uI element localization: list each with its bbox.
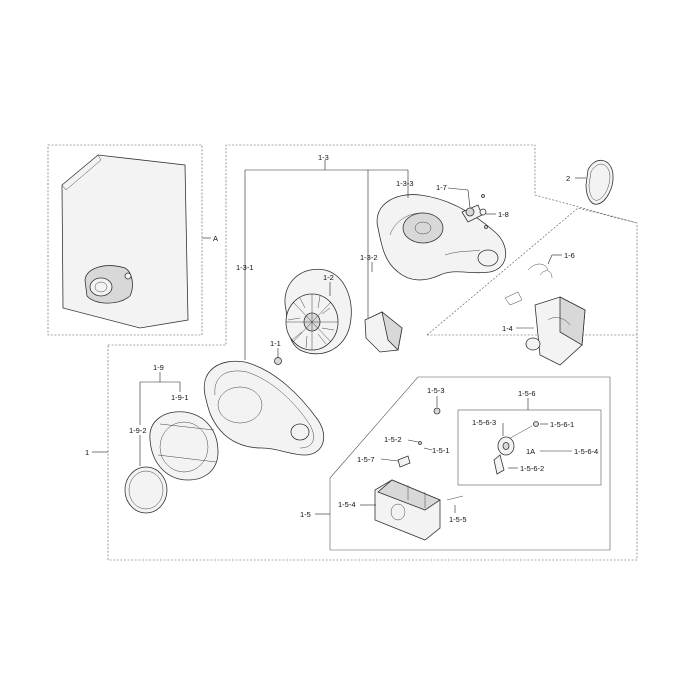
label-1A: 1A (526, 447, 535, 456)
drive-motor-part (504, 291, 586, 366)
label-1-3: 1-3 (318, 153, 329, 162)
idler-bracket-part (461, 194, 488, 229)
label-1-8: 1-8 (498, 210, 509, 219)
label-1-2: 1-2 (323, 273, 334, 282)
label-1-3-1: 1-3-1 (236, 263, 254, 272)
blower-impeller-part (284, 268, 352, 355)
label-1-5-6: 1-5-6 (518, 389, 536, 398)
label-1-5-6-3: 1-5-6-3 (472, 418, 496, 427)
sensor-bracket-part (364, 310, 403, 353)
assembly-1-5-6-boundary (457, 409, 602, 486)
label-1-5-6-2: 1-5-6-2 (520, 464, 544, 473)
label-1-5-4: 1-5-4 (338, 500, 356, 509)
part-labels: A 1 1-1 1-2 1-3 1-3-1 1-3-2 1-3-3 1-4 1-… (85, 153, 598, 524)
impeller-nut-part (274, 357, 282, 365)
label-1-9-2: 1-9-2 (129, 426, 147, 435)
label-1-3-3: 1-3-3 (396, 179, 414, 188)
label-1-5-6-4: 1-5-6-4 (574, 447, 598, 456)
leader-lines (92, 160, 586, 515)
label-1-9: 1-9 (153, 363, 164, 372)
label-1: 1 (85, 448, 89, 457)
front-bracket-part (149, 411, 219, 481)
assembly-1-5-boundary (329, 376, 611, 551)
drive-subassembly-boundary (426, 207, 638, 336)
label-1-5-3: 1-5-3 (427, 386, 445, 395)
label-1-4: 1-4 (502, 324, 513, 333)
assembly-1-boundary (107, 144, 638, 561)
label-1-5-6-1: 1-5-6-1 (550, 420, 574, 429)
spring-clips-part (527, 263, 553, 279)
small-fasteners-part (397, 407, 464, 501)
label-1-5: 1-5 (300, 510, 311, 519)
label-1-5-2: 1-5-2 (384, 435, 402, 444)
label-1-5-7: 1-5-7 (357, 455, 375, 464)
label-1-7: 1-7 (436, 183, 447, 192)
gasket-ring-part (124, 466, 168, 514)
label-2: 2 (566, 174, 570, 183)
front-duct-housing-part (203, 360, 325, 456)
detail-a-cover-part (61, 154, 189, 329)
label-A: A (213, 234, 218, 243)
label-1-1: 1-1 (270, 339, 281, 348)
label-1-6: 1-6 (564, 251, 575, 260)
label-1-9-1: 1-9-1 (171, 393, 189, 402)
detail-box-a (47, 144, 203, 336)
label-1-5-5: 1-5-5 (449, 515, 467, 524)
rear-duct-housing-part (376, 194, 507, 281)
idler-frame-part (374, 479, 441, 541)
drive-belt-part (585, 160, 614, 205)
label-1-3-2: 1-3-2 (360, 253, 378, 262)
label-1-5-1: 1-5-1 (432, 446, 450, 455)
idler-pulley-part (493, 421, 539, 475)
